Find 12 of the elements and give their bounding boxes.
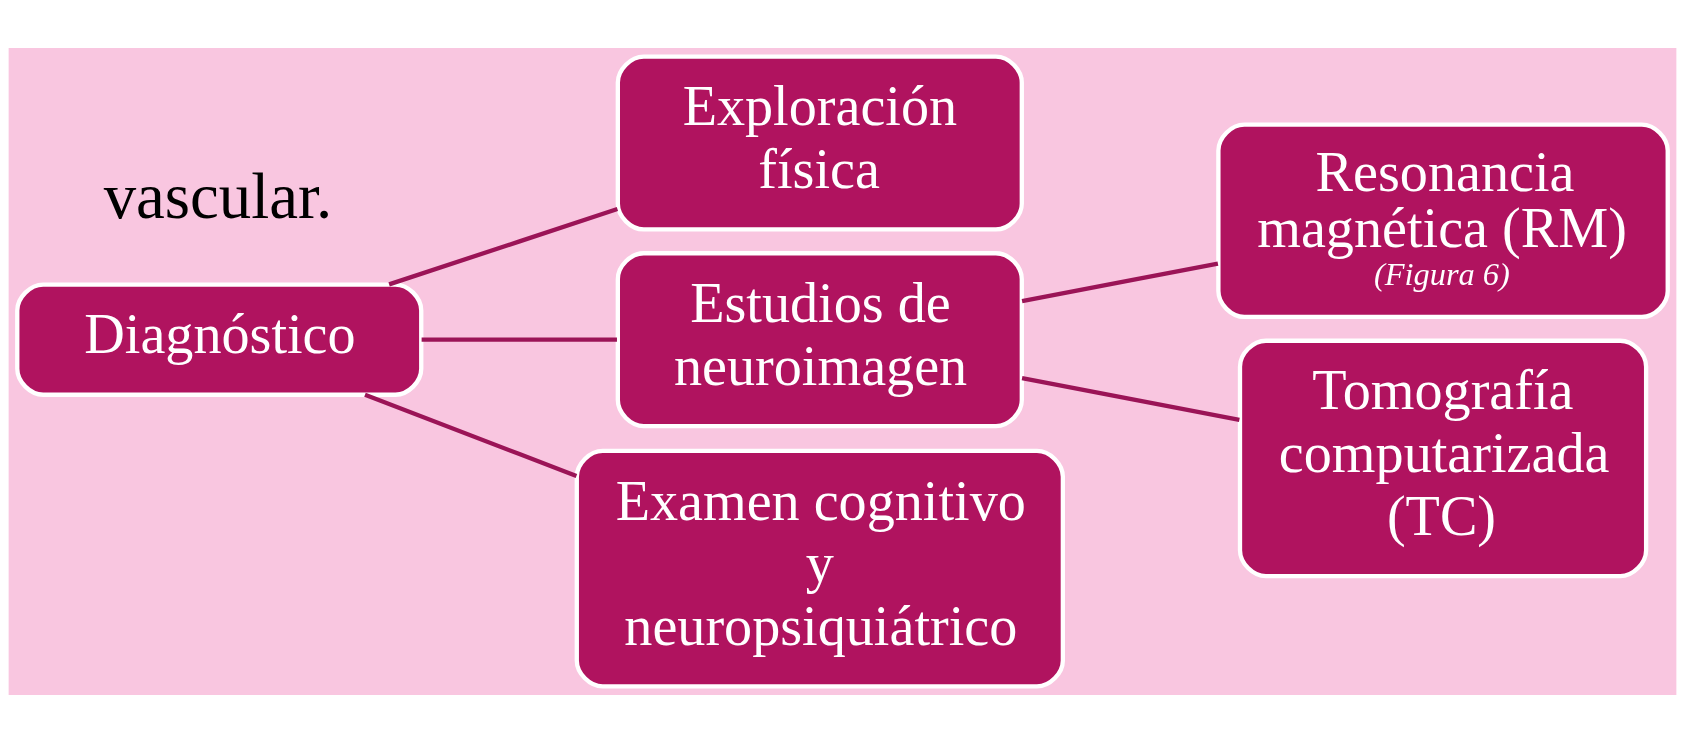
label: vascular.	[103, 159, 333, 232]
node-box: Exploración física	[615, 54, 1024, 232]
connector	[1021, 375, 1240, 422]
node-box: Estudios de neuroimagen	[615, 250, 1024, 428]
node-box: Resonancia magnética (RM) (Figura 6)	[1216, 122, 1670, 319]
node-box: Diagnóstico	[15, 281, 424, 397]
node-box: Tomografía computarizada (TC)	[1237, 338, 1649, 578]
connector	[364, 392, 578, 478]
connector	[1021, 261, 1219, 303]
connector	[421, 336, 617, 342]
connector	[388, 206, 619, 286]
node-box: Examen cognitivo y neuropsiquiátrico	[574, 448, 1065, 688]
